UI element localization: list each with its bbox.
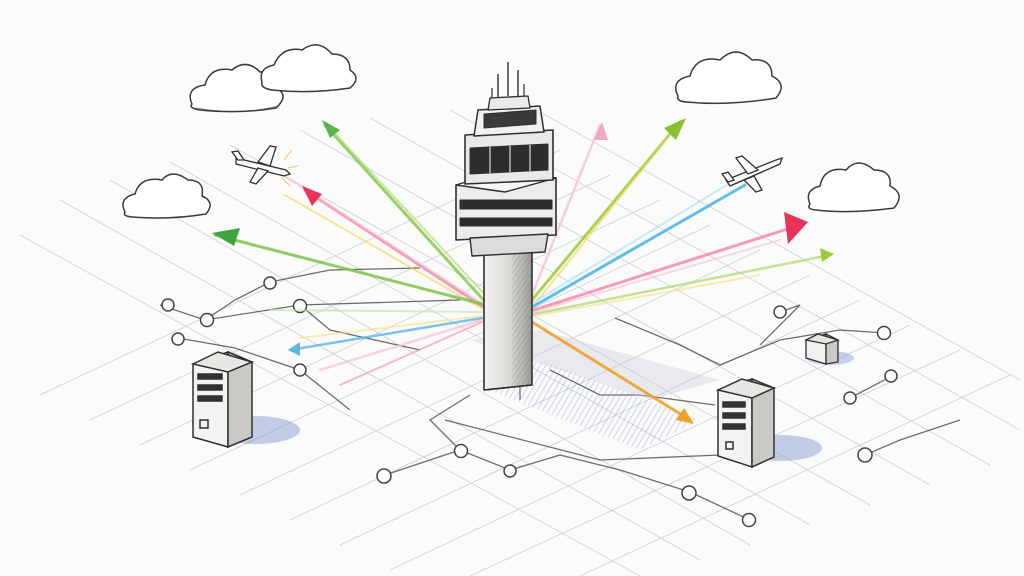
network-node-icon — [773, 305, 787, 319]
cloud-icon — [122, 173, 211, 219]
arrow-icon — [530, 320, 692, 422]
small-device-icon — [804, 332, 854, 365]
arrow-icon — [532, 183, 747, 308]
network-node-icon — [857, 447, 873, 463]
arrow-icon — [530, 120, 682, 302]
network-node-icon — [876, 325, 892, 341]
network-node-icon — [199, 312, 215, 328]
network-node-icon — [741, 512, 757, 528]
network-node-icon — [292, 298, 308, 314]
network-node-icon — [503, 464, 517, 478]
network-node-icon — [293, 363, 307, 377]
cloud-icon — [807, 162, 900, 213]
arrow-icon — [213, 233, 488, 307]
server-icon — [190, 350, 300, 449]
network-nodes — [161, 276, 898, 528]
network-node-icon — [171, 332, 185, 346]
airplane-icon — [230, 145, 299, 187]
network-lines — [159, 267, 961, 521]
network-node-icon — [681, 485, 697, 501]
arrow-icon — [323, 123, 490, 307]
cloud-icon — [260, 44, 357, 93]
network-node-icon — [161, 298, 175, 312]
network-node-icon — [376, 468, 392, 484]
server-icon — [715, 377, 822, 469]
signal-arrows — [212, 118, 834, 424]
network-node-icon — [453, 443, 469, 459]
arrow-icon — [532, 223, 802, 312]
airplane-icon — [720, 155, 784, 193]
control-tower-icon — [455, 62, 557, 391]
network-node-icon — [884, 369, 898, 383]
cloud-icon — [675, 51, 782, 105]
network-node-icon — [843, 391, 857, 405]
network-node-icon — [263, 276, 277, 290]
